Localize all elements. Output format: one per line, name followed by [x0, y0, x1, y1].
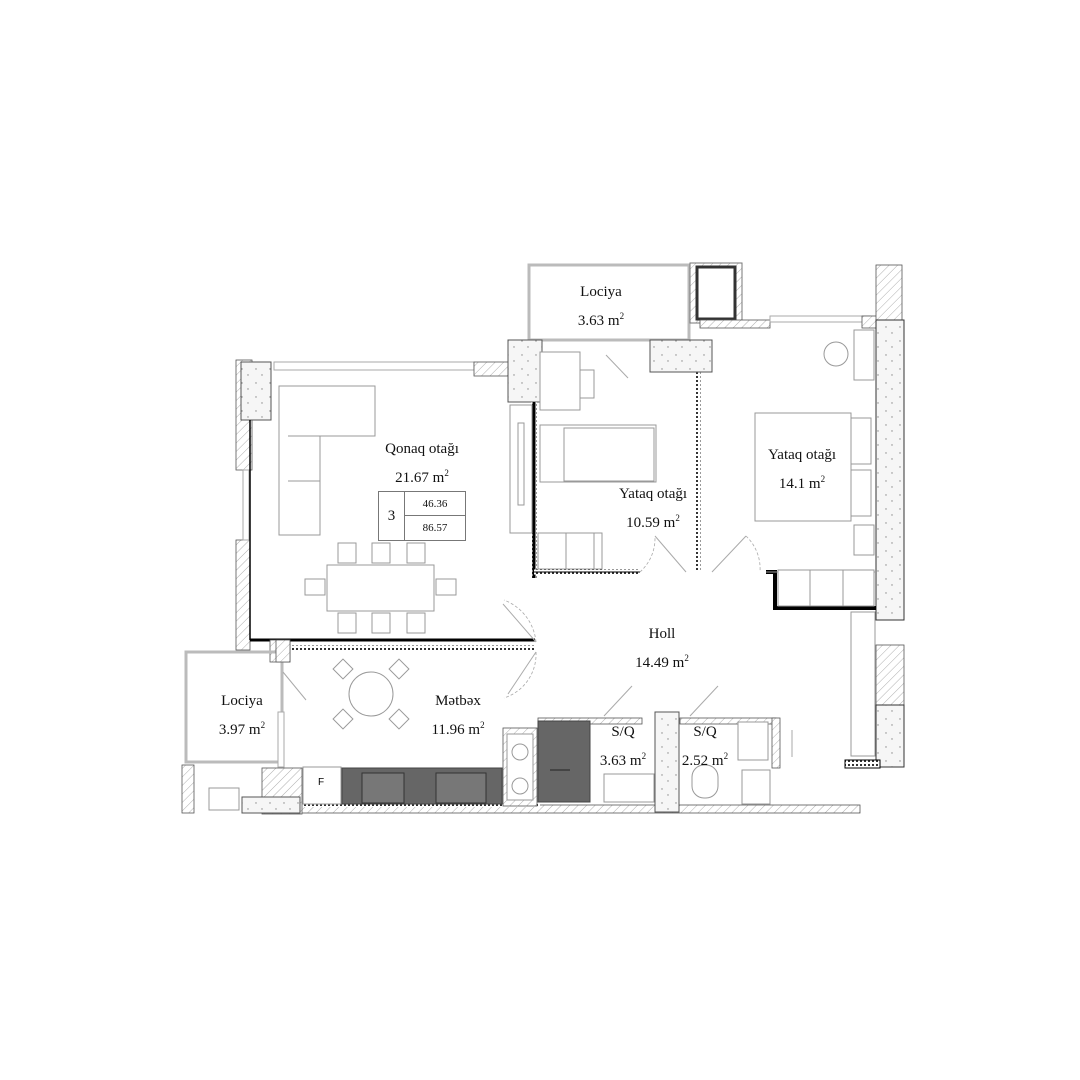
room-name: Yataq otağı: [767, 447, 837, 463]
room-area: 3.63 m2: [577, 311, 625, 329]
room-label-loggia-top: Lociya 3.63 m2: [578, 280, 624, 333]
room-label-bedroom-large: Yataq otağı 14.1 m2: [768, 443, 836, 496]
room-name: S/Q: [693, 724, 717, 740]
apartment-info-table: 3 46.36 86.57: [378, 491, 466, 541]
room-area: 14.49 m2: [635, 653, 689, 671]
room-name: Mətbəx: [435, 693, 481, 709]
room-label-hall: Holl 14.49 m2: [635, 622, 689, 675]
room-name: Holl: [648, 626, 676, 642]
kitchen-counter: [341, 767, 503, 805]
dining-table: [304, 542, 457, 634]
room-area: 14.1 m2: [778, 474, 826, 492]
wardrobe-small: [537, 532, 603, 570]
sink-bathroom-1: [603, 773, 655, 803]
sofa: [278, 385, 376, 536]
room-area: 3.63 m2: [599, 751, 647, 769]
room-area: 2.52 m2: [681, 751, 729, 769]
room-name: S/Q: [611, 724, 635, 740]
room-label-bathroom-1: S/Q 3.63 m2: [600, 720, 646, 773]
room-name: Lociya: [221, 693, 263, 709]
fridge-label: F: [318, 777, 325, 788]
loggia-left-area: [181, 639, 303, 815]
living-area: 46.36: [405, 492, 465, 516]
rooms-count: 3: [379, 492, 405, 540]
room-area: 3.97 m2: [218, 720, 266, 738]
round-table: [823, 341, 849, 367]
room-name: Qonaq otağı: [385, 441, 459, 457]
tv-unit: [509, 404, 533, 534]
room-area: 11.96 m2: [431, 720, 485, 738]
wardrobe-hall: [777, 569, 876, 757]
room-label-loggia-left: Lociya 3.97 m2: [219, 689, 265, 742]
room-label-kitchen: Mətbəx 11.96 m2: [431, 689, 484, 742]
living-room-walls: [235, 339, 543, 651]
single-bed: [539, 424, 657, 483]
bedroom-walls: [531, 264, 905, 768]
room-area: 21.67 m2: [395, 468, 449, 486]
desk: [539, 351, 595, 411]
shower: [537, 720, 591, 803]
room-label-bathroom-2: S/Q 2.52 m2: [682, 720, 728, 773]
total-area: 86.57: [422, 522, 448, 534]
toilet: [691, 764, 719, 799]
room-area: 10.59 m2: [626, 513, 680, 531]
kitchen-dining-set: [332, 658, 410, 730]
room-name: Lociya: [580, 284, 622, 300]
room-label-living-room: Qonaq otağı 21.67 m2: [385, 437, 459, 490]
fridge: [302, 766, 342, 805]
washing-machine: [506, 733, 534, 801]
loggia-top-area: [527, 263, 691, 342]
double-bed: [754, 412, 872, 522]
boiler: [741, 769, 771, 805]
ac-unit: [208, 787, 240, 811]
sink-bathroom-2: [737, 721, 769, 761]
room-name: Yataq otağı: [618, 486, 688, 502]
room-label-bedroom-small: Yataq otağı 10.59 m2: [619, 482, 687, 535]
doors: [282, 354, 793, 757]
